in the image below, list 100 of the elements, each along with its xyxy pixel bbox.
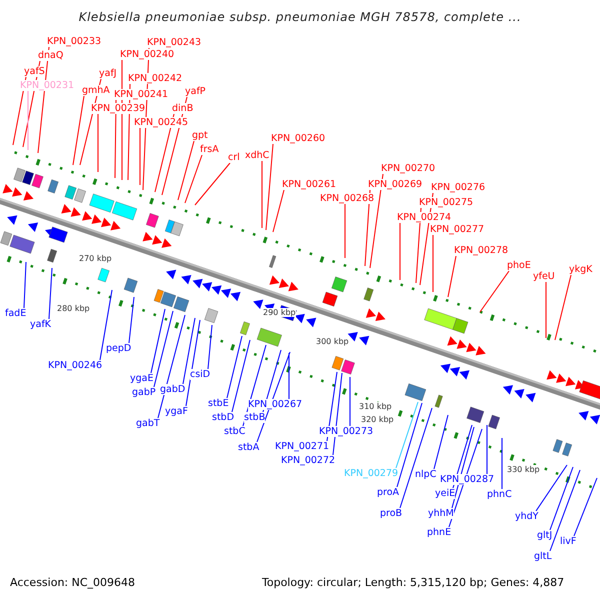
gene-label: stbC	[224, 426, 246, 437]
gene-label: dnaQ	[38, 50, 64, 61]
gene-label: KPN_00279	[344, 468, 398, 479]
leader-line	[242, 344, 266, 426]
gene-label: KPN_00275	[419, 197, 474, 208]
gene-label: xdhC	[245, 150, 270, 161]
leader-line	[550, 466, 574, 530]
gene-label: crl	[228, 152, 240, 163]
leader-line	[574, 478, 598, 536]
gene-label: KPN_00241	[114, 89, 168, 100]
leader-line	[162, 96, 188, 196]
gene-label: KPN_00242	[128, 73, 182, 84]
leader-line	[486, 424, 488, 474]
gene-label: KPN_00231	[20, 80, 74, 91]
gene-label: proA	[377, 487, 400, 498]
gene-label: phoE	[507, 260, 531, 271]
leader-line	[226, 336, 242, 398]
gene-label: nlpC	[415, 469, 436, 480]
leader-line	[184, 154, 202, 204]
gene-label: stbE	[208, 398, 229, 409]
leader-line	[24, 262, 26, 308]
leader-line	[182, 318, 196, 384]
leader-line	[434, 414, 448, 470]
leader-line	[232, 340, 250, 412]
leader-line	[396, 402, 422, 488]
gene-label: KPN_00287	[440, 474, 494, 485]
leader-line	[536, 464, 568, 512]
gene-label: phnC	[487, 489, 512, 500]
gene-label: KPN_00278	[454, 245, 508, 256]
leader-line	[154, 114, 174, 192]
leader-line	[186, 320, 200, 406]
accession-label: Accession: NC_009648	[10, 576, 136, 589]
leader-line	[370, 174, 384, 268]
scale-label: 330 kbp	[507, 465, 540, 474]
leader-line	[266, 144, 274, 230]
gene-label: yafP	[185, 86, 206, 97]
gene-label: ygaE	[130, 373, 154, 384]
gene-label: KPN_00269	[368, 179, 422, 190]
leader-line	[480, 270, 510, 312]
leader-line	[154, 310, 174, 388]
gene-label: ygaF	[165, 406, 188, 417]
gene-label: frsA	[200, 144, 219, 155]
gene-label: gabD	[160, 384, 186, 395]
gene-label: fadE	[5, 308, 26, 319]
leader-line	[100, 290, 112, 360]
leader-line	[114, 100, 116, 178]
gene-label: KPN_00239	[91, 103, 146, 114]
gene-label: yeiE	[435, 488, 456, 499]
leader-line	[288, 352, 290, 400]
gene-label: phnE	[427, 527, 452, 538]
gene-label: yhhM	[428, 508, 454, 519]
gene-label: KPN_00246	[48, 360, 102, 371]
leader-line	[194, 162, 230, 206]
gene-label: yafJ	[99, 68, 117, 79]
scale-label: 280 kbp	[57, 304, 90, 313]
scale-label: 290 kbp	[263, 308, 296, 317]
gene-label: stbD	[212, 412, 234, 423]
gene-label: KPN_00261	[282, 179, 336, 190]
gene-label: yhdY	[515, 511, 538, 522]
leader-line	[128, 296, 134, 344]
gene-label: KPN_00274	[397, 212, 452, 223]
gene-label: KPN_00277	[430, 224, 484, 235]
leader-line	[48, 268, 52, 320]
leader-line	[158, 314, 186, 418]
gene-label: gltL	[534, 551, 552, 562]
scale-label: 300 kbp	[316, 337, 349, 346]
scale-label: 270 kbp	[79, 254, 112, 263]
leader-line	[364, 190, 370, 266]
leader-line	[550, 470, 580, 552]
gene-label: KPN_00267	[248, 399, 302, 410]
leader-line	[72, 96, 84, 166]
leader-line	[150, 308, 166, 374]
gene-label: yafS	[24, 66, 45, 77]
gene-label: pepD	[106, 343, 132, 354]
gene-label: stbA	[238, 442, 260, 453]
gene-label: livF	[560, 536, 576, 547]
leader-line	[448, 256, 456, 298]
leader-line	[344, 204, 346, 258]
gene-label: KPN_00270	[381, 163, 436, 174]
gene-label: KPN_00260	[271, 133, 326, 144]
leader-line	[400, 408, 432, 508]
gene-label: gmhA	[82, 85, 110, 96]
leader-line	[12, 76, 26, 146]
leader-line	[208, 324, 212, 370]
gene-label: KPN_00240	[120, 49, 174, 60]
leader-line	[432, 234, 434, 292]
leader-line	[332, 372, 342, 456]
leader-line	[272, 190, 284, 232]
gene-label: csiD	[190, 369, 210, 380]
gene-label: dinB	[172, 103, 194, 114]
gene-label: KPN_00243	[147, 37, 202, 48]
leader-line	[256, 352, 290, 442]
scale-label: 310 kbp	[359, 402, 392, 411]
gene-label: yfeU	[533, 271, 555, 282]
gene-label: proB	[380, 508, 402, 519]
gene-label: KPN_00276	[431, 182, 486, 193]
gene-label: ykgK	[569, 264, 592, 275]
gene-label: KPN_00272	[281, 455, 336, 466]
gene-label: KPN_00273	[319, 426, 374, 437]
gene-label: KPN_00245	[134, 117, 188, 128]
